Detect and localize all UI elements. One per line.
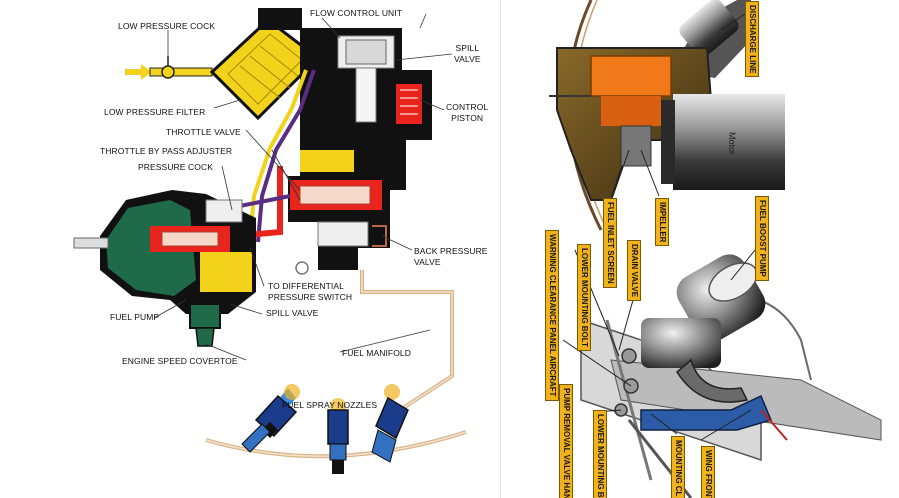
label-wing-front: WING FRONT	[701, 446, 715, 498]
label-control-piston: CONTROL PISTON	[446, 102, 489, 123]
right-leader-lines	[562, 13, 756, 441]
fuel-spray-nozzle-3	[371, 384, 409, 463]
fuel-spray-nozzle-1	[241, 384, 300, 453]
flow-control-unit	[288, 28, 432, 275]
label-low-pressure-cock: LOW PRESSURE COCK	[118, 21, 216, 31]
fuel-boost-pump-drawing: Motor	[549, 0, 882, 498]
label-engine-speed-covertoe: ENGINE SPEED COVERTOE	[122, 356, 238, 366]
label-spill-valve-top: SPILL VALVE	[454, 43, 481, 64]
boost-pump-body	[614, 254, 766, 417]
label-drain-valve: DRAIN VALVE	[627, 240, 641, 302]
panel-divider	[500, 0, 501, 498]
label-lower-mounting-bol: LOWER MOUNTING BOL	[593, 410, 607, 498]
fuel-spray-nozzle-2	[327, 398, 349, 474]
label-pressure-cock: PRESSURE COCK	[138, 162, 213, 172]
label-fuel-manifold: FUEL MANIFOLD	[342, 348, 411, 358]
label-mounting-cl: MOUNTING CL	[671, 436, 685, 498]
label-flow-control-unit: FLOW CONTROL UNIT	[310, 8, 403, 18]
label-fuel-boost-pump: FUEL BOOST PUMP	[755, 196, 769, 281]
label-discharge-line: DISCHARGE LINE	[745, 1, 759, 78]
label-warning-clearance-panel: WARNING CLEARANCE PANEL AIRCRAFT	[545, 230, 559, 401]
fuel-system-diagram: LOW PRESSURE COCK FLOW CONTROL UNIT SPIL…	[73, 8, 489, 474]
fuel-inlet-arrow	[125, 64, 152, 80]
low-pressure-cock	[149, 56, 213, 79]
motor-body: Motor	[661, 94, 785, 190]
label-fuel-pump: FUEL PUMP	[110, 312, 160, 322]
label-pump-removal-valve-hand: PUMP REMOVAL VALVE HAND	[559, 384, 573, 498]
label-fuel-spray-nozzles: FUEL SPRAY NOZZLES	[282, 400, 378, 410]
label-back-pressure-valve: BACK PRESSURE VALVE	[414, 246, 488, 267]
fuel-boost-pump-diagram: Motor	[501, 0, 899, 498]
label-fuel-inlet-screen: FUEL INLET SCREEN	[603, 198, 617, 288]
label-to-differential-pressure-switch: TO DIFFERENTIAL PRESSURE SWITCH	[268, 281, 353, 302]
label-throttle-valve: THROTTLE VALVE	[166, 127, 241, 137]
label-spill-valve-bottom: SPILL VALVE	[266, 308, 319, 318]
motor-label: Motor	[727, 132, 737, 155]
fuel-manifold-line	[360, 270, 454, 412]
label-lower-mounting-bolt-top: LOWER MOUNTING BOLT	[577, 244, 591, 351]
leader-lines	[153, 13, 453, 361]
label-throttle-by-pass-adjuster: THROTTLE BY PASS ADJUSTER	[100, 146, 233, 156]
pump-housing	[549, 47, 713, 201]
label-impeller: IMPELLER	[655, 198, 669, 247]
fuel-system-drawing	[73, 8, 467, 474]
label-low-pressure-filter: LOW PRESSURE FILTER	[104, 107, 206, 117]
fuel-pump	[73, 190, 256, 347]
